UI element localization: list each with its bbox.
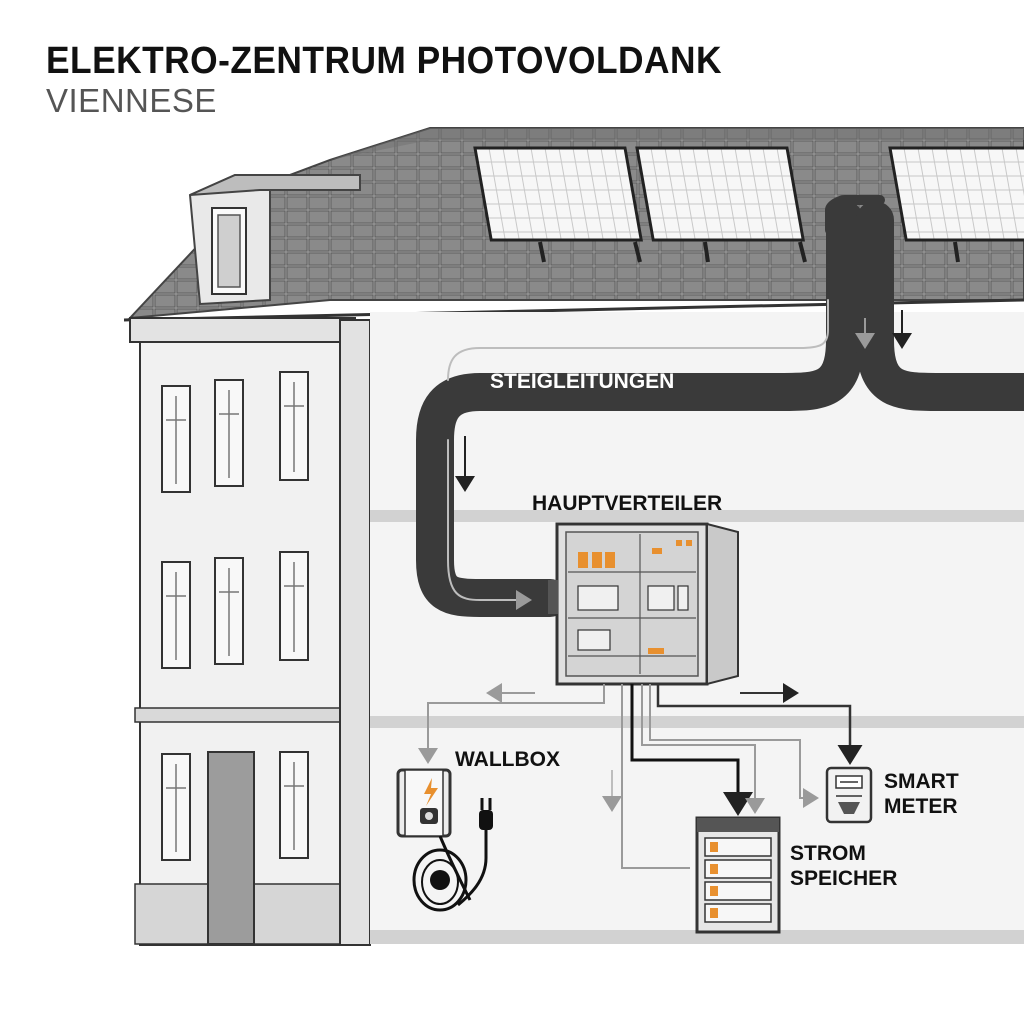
- fuse-indicators: [578, 540, 692, 654]
- door: [207, 751, 255, 945]
- wallbox-label: WALLBOX: [455, 748, 560, 771]
- plug-icon: [430, 798, 493, 907]
- main-panel: [548, 522, 739, 686]
- riser-label: STEIGLEITUNGEN: [490, 370, 674, 393]
- smart-meter-label-line2: METER: [884, 795, 958, 818]
- distribution-lines: [418, 683, 863, 869]
- main-panel-label: HAUPTVERTEILER: [532, 492, 722, 515]
- arrow-icon: [455, 310, 912, 492]
- solar-panel-icon: [473, 146, 1024, 263]
- meter-icon: [835, 775, 863, 814]
- storage-label-line1: STROM: [790, 842, 866, 865]
- storage-label-line2: SPEICHER: [790, 867, 897, 890]
- dormer: [188, 173, 361, 306]
- smart-meter: [825, 766, 873, 824]
- riser-conduit: [416, 195, 1024, 617]
- smart-meter-label-line1: SMART: [884, 770, 959, 793]
- wallbox: [396, 768, 493, 912]
- lightning-icon: [424, 778, 438, 806]
- page-subtitle: VIENNESE: [46, 82, 217, 119]
- page-title: ELEKTRO-ZENTRUM PHOTOVOLDANK: [46, 40, 722, 82]
- battery-rack-icon: [695, 816, 781, 934]
